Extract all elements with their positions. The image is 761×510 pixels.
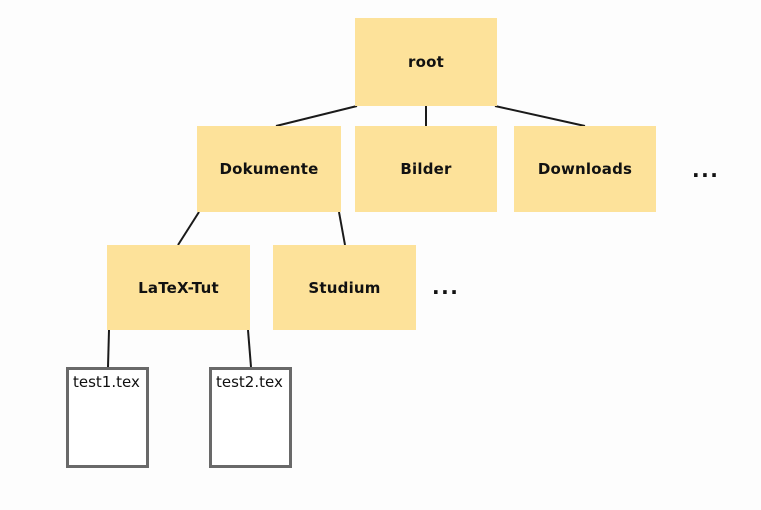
node-downloads-label: Downloads	[537, 160, 633, 178]
ellipsis-level2: ...	[432, 275, 460, 299]
node-root-label: root	[408, 53, 444, 71]
ellipsis-level1: ...	[692, 158, 720, 182]
edge-root-to-downloads	[494, 105, 586, 127]
node-studium[interactable]: Studium	[273, 245, 416, 330]
edge-latex-tut-to-test2	[247, 329, 252, 368]
node-test1-tex-label: test1.tex	[73, 373, 140, 391]
node-bilder[interactable]: Bilder	[355, 126, 497, 212]
node-test2-tex-label: test2.tex	[216, 373, 283, 391]
node-dokumente[interactable]: Dokumente	[197, 126, 341, 212]
node-latex-tut-label: LaTeX-Tut	[138, 278, 219, 297]
edge-dokumente-to-latex-tut	[177, 211, 200, 246]
edge-root-to-dokumente	[275, 105, 358, 127]
node-dokumente-label: Dokumente	[219, 160, 319, 178]
node-studium-label: Studium	[308, 278, 381, 297]
edge-latex-tut-to-test1	[107, 329, 110, 368]
node-latex-tut[interactable]: LaTeX-Tut	[107, 245, 250, 330]
node-bilder-label: Bilder	[400, 160, 452, 178]
edge-dokumente-to-studium	[338, 211, 346, 246]
node-test2-tex[interactable]: test2.tex	[209, 367, 292, 468]
node-root[interactable]: root	[355, 18, 497, 106]
node-test1-tex[interactable]: test1.tex	[66, 367, 149, 468]
node-downloads[interactable]: Downloads	[514, 126, 656, 212]
